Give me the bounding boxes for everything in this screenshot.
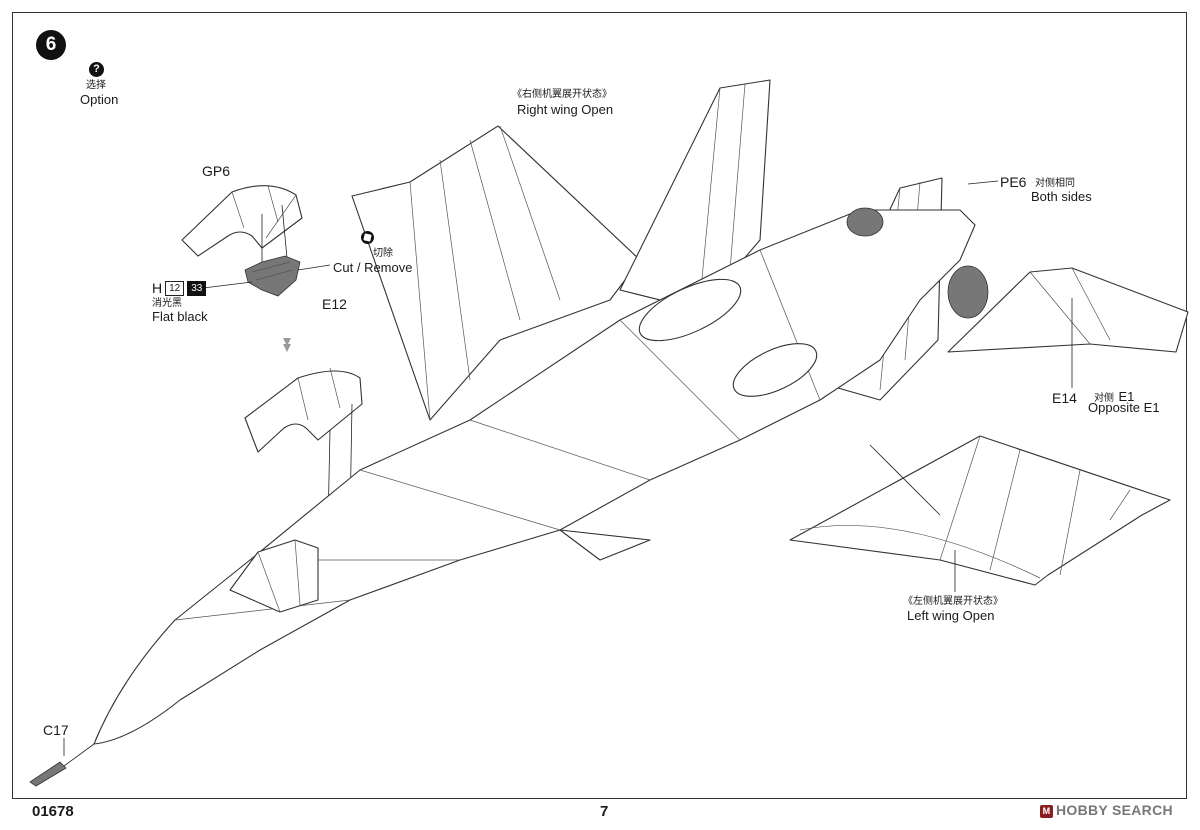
watermark-text: HOBBY SEARCH: [1056, 802, 1173, 818]
color-en-label: Flat black: [152, 309, 208, 324]
color-brand-letter: H: [152, 280, 163, 296]
option-en-label: Option: [80, 92, 119, 107]
part-label-pe6: PE6: [1000, 174, 1027, 190]
cut-icon: [361, 231, 374, 244]
color-code-box: 12: [165, 281, 185, 296]
color-code-box-dark: 33: [187, 281, 207, 296]
cut-cn-label: 切除: [373, 248, 393, 259]
canopy-option-drawing: [181, 185, 331, 297]
watermark-logo-icon: M: [1040, 805, 1053, 818]
pe6-en-label: Both sides: [1031, 189, 1092, 204]
part-label-c17: C17: [43, 722, 69, 738]
right-wing-cn-label: 《右侧机翼展开状态》: [512, 89, 612, 100]
question-icon: ?: [89, 62, 104, 77]
option-cn-label: 选择: [86, 80, 106, 91]
leader-lines: [63, 180, 1073, 756]
right-wing-en-label: Right wing Open: [517, 102, 614, 117]
part-label-e12: E12: [322, 296, 347, 312]
e14-en-label: Opposite E1: [1088, 400, 1160, 415]
color-cn-label: 消光黑: [152, 298, 182, 309]
airframe-drawing: [29, 79, 1189, 787]
page-border: [12, 12, 1187, 799]
part-label-gp6: GP6: [202, 163, 231, 179]
left-wing-cn-label: 《左侧机翼展开状态》: [903, 596, 1003, 607]
cut-en-label: Cut / Remove: [333, 260, 413, 275]
e14-opposite-part: E1: [1118, 389, 1135, 404]
left-wing-en-label: Left wing Open: [907, 608, 995, 623]
e14-cn-label: 对侧: [1094, 393, 1114, 404]
pe6-cn-label: 对侧相同: [1035, 178, 1075, 189]
step-number-badge: 6: [36, 30, 66, 60]
kit-number: 01678: [32, 803, 74, 820]
part-label-e14: E14: [1052, 390, 1077, 406]
e14-opposite-note: 对侧 E1: [1094, 388, 1134, 406]
page-number: 7: [600, 803, 609, 820]
